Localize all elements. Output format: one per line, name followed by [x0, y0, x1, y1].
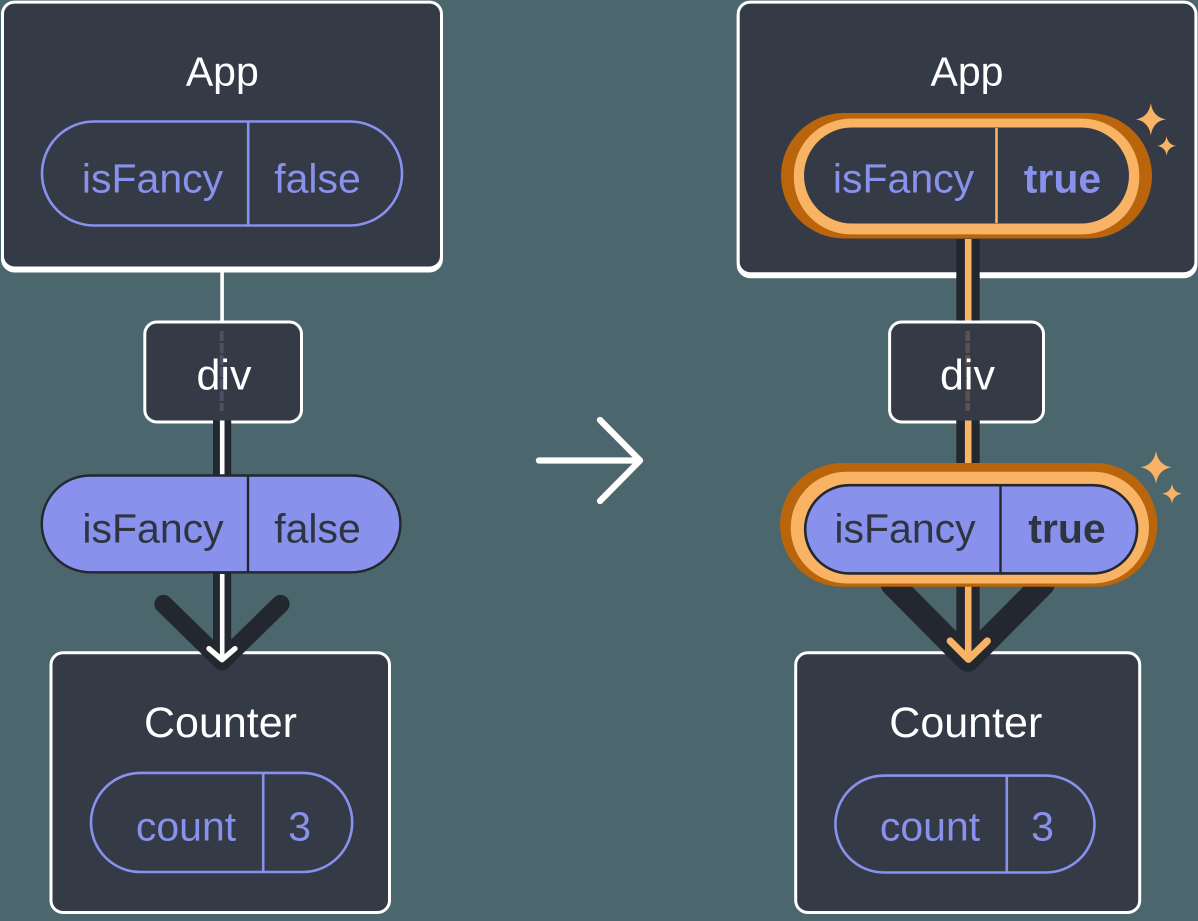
svg-text:count: count	[136, 804, 237, 850]
svg-text:count: count	[880, 804, 981, 850]
svg-text:isFancy: isFancy	[82, 505, 224, 551]
svg-text:isFancy: isFancy	[834, 505, 976, 551]
svg-text:div: div	[940, 351, 995, 399]
svg-text:true: true	[1024, 156, 1101, 202]
svg-text:false: false	[274, 156, 361, 202]
svg-text:false: false	[274, 505, 361, 551]
svg-text:App: App	[931, 48, 1004, 94]
svg-text:true: true	[1028, 505, 1105, 551]
svg-text:isFancy: isFancy	[82, 156, 224, 202]
svg-text:Counter: Counter	[144, 699, 297, 747]
svg-text:3: 3	[1031, 804, 1054, 850]
svg-text:isFancy: isFancy	[833, 156, 975, 202]
svg-text:App: App	[186, 48, 259, 94]
svg-text:Counter: Counter	[889, 699, 1042, 747]
svg-text:div: div	[197, 351, 252, 399]
svg-text:3: 3	[288, 804, 311, 850]
